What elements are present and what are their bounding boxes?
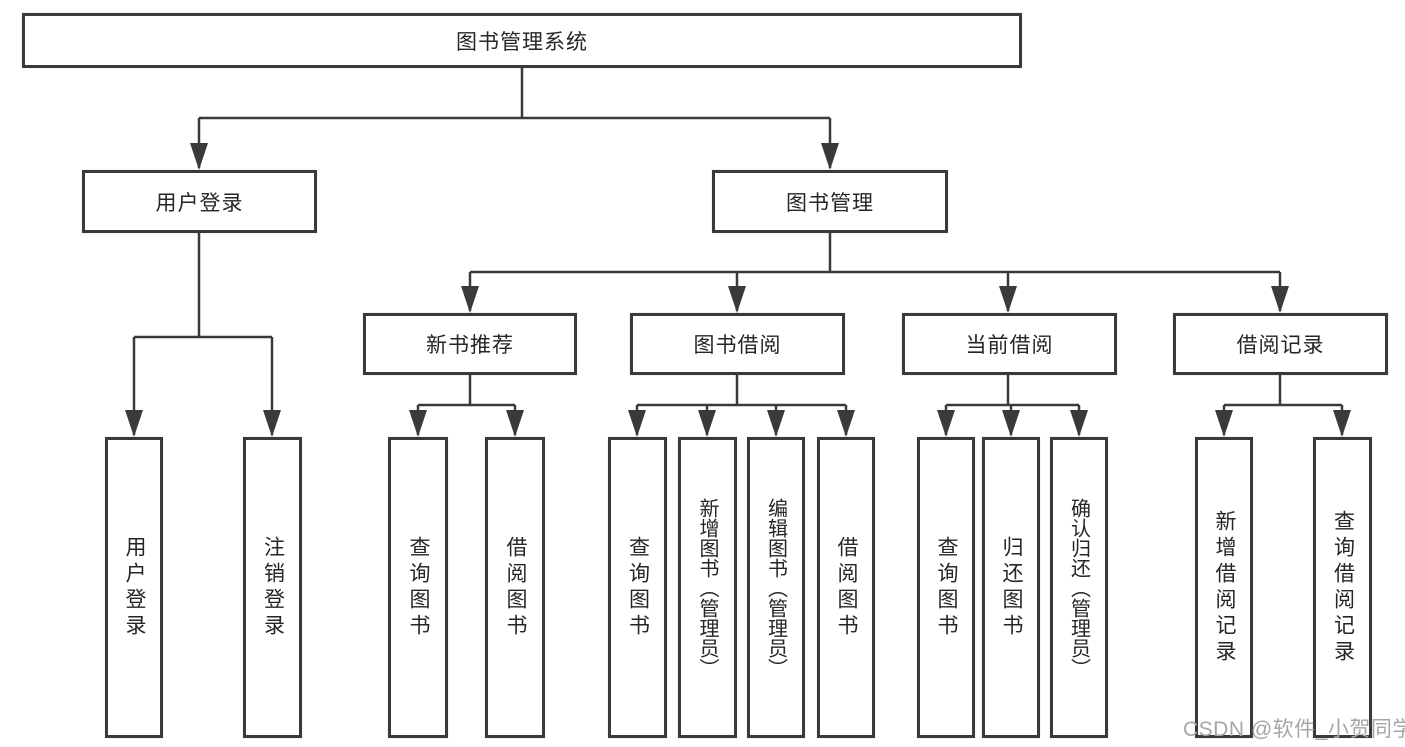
node-book-management: 图书管理 bbox=[712, 170, 948, 233]
node-label: 借阅记录 bbox=[1236, 334, 1325, 357]
node-label: 图书管理 bbox=[786, 191, 874, 215]
leaf-return-book: 归还图书 bbox=[982, 437, 1040, 738]
node-label: 用户登录 bbox=[155, 191, 244, 215]
leaf-query-borrow-record: 查询借阅记录 bbox=[1313, 437, 1372, 738]
node-borrow-record: 借阅记录 bbox=[1173, 313, 1388, 375]
node-label: 新书推荐 bbox=[426, 334, 514, 357]
leaf-edit-book-admin: 编辑图书（管理员） bbox=[747, 437, 805, 738]
leaf-user-login: 用户登录 bbox=[105, 437, 163, 738]
leaf-logout: 注销登录 bbox=[243, 437, 302, 738]
leaf-borrow-book: 借阅图书 bbox=[817, 437, 875, 738]
node-new-book-recommend: 新书推荐 bbox=[363, 313, 577, 375]
node-label: 查询图书 bbox=[935, 535, 958, 640]
node-label: 编辑图书（管理员） bbox=[764, 497, 787, 678]
leaf-query-book: 查询图书 bbox=[608, 437, 667, 738]
node-label: 新增图书（管理员） bbox=[696, 497, 718, 678]
node-library-management-system: 图书管理系统 bbox=[22, 13, 1022, 68]
node-label: 查询图书 bbox=[626, 535, 650, 640]
node-label: 借阅图书 bbox=[835, 535, 858, 640]
node-label: 借阅图书 bbox=[504, 535, 527, 640]
node-book-borrow: 图书借阅 bbox=[630, 313, 845, 375]
leaf-query-book: 查询图书 bbox=[388, 437, 448, 738]
node-label: 查询图书 bbox=[407, 535, 430, 640]
node-label: 查询借阅记录 bbox=[1331, 509, 1355, 666]
leaf-confirm-return-admin: 确认归还（管理员） bbox=[1050, 437, 1108, 738]
node-label: 当前借阅 bbox=[965, 334, 1054, 357]
node-label: 图书管理系统 bbox=[456, 30, 588, 54]
node-label: 用户登录 bbox=[123, 535, 146, 640]
arrowhead-icon bbox=[125, 143, 1351, 437]
leaf-borrow-book: 借阅图书 bbox=[485, 437, 545, 738]
csdn-watermark: CSDN @软件_小贺同学 bbox=[1183, 718, 1405, 741]
leaf-add-borrow-record: 新增借阅记录 bbox=[1195, 437, 1253, 738]
node-label: 新增借阅记录 bbox=[1213, 509, 1236, 666]
node-current-borrow: 当前借阅 bbox=[902, 313, 1117, 375]
node-label: 图书借阅 bbox=[693, 334, 782, 357]
leaf-query-book: 查询图书 bbox=[917, 437, 975, 738]
leaf-add-book-admin: 新增图书（管理员） bbox=[678, 437, 737, 738]
node-label: 确认归还（管理员） bbox=[1067, 497, 1090, 678]
node-user-login: 用户登录 bbox=[82, 170, 317, 233]
node-label: 归还图书 bbox=[1000, 535, 1023, 640]
node-label: 注销登录 bbox=[261, 535, 285, 640]
